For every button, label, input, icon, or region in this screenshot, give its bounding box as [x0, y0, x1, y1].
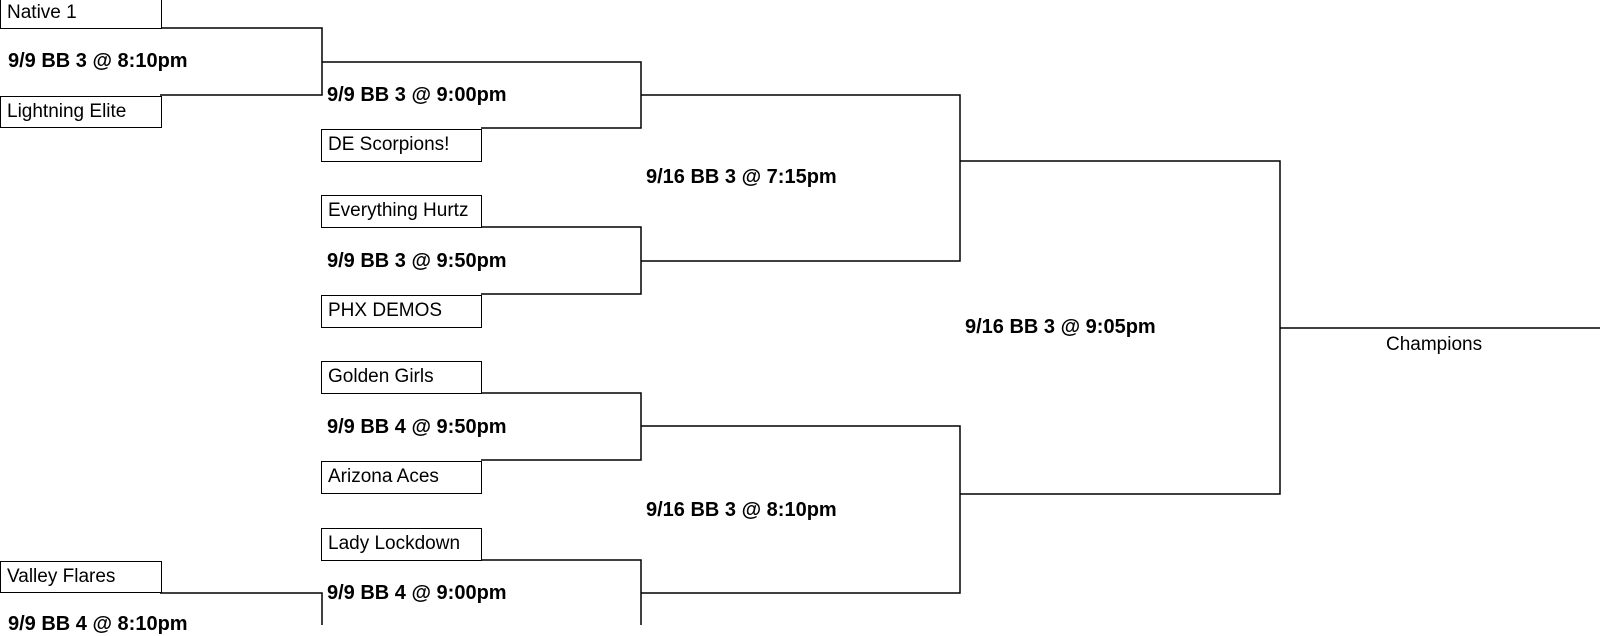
game-label-r1-bottom: 9/9 BB 4 @ 8:10pm — [8, 613, 188, 635]
game-label-final: 9/16 BB 3 @ 9:05pm — [965, 316, 1156, 338]
team-de-scorpions: DE Scorpions! — [321, 129, 482, 162]
team-phx-demos: PHX DEMOS — [321, 295, 482, 328]
connector-semifinal-1 — [641, 94, 961, 262]
game-label-r2-4: 9/9 BB 4 @ 9:00pm — [327, 582, 507, 604]
team-native-1: Native 1 — [0, 0, 162, 29]
game-label-r1-top: 9/9 BB 3 @ 8:10pm — [8, 50, 188, 72]
game-label-r2-3: 9/9 BB 4 @ 9:50pm — [327, 416, 507, 438]
connector-semifinal-2 — [641, 425, 961, 594]
champion-label: Champions — [1386, 334, 1483, 355]
game-label-semifinal-2: 9/16 BB 3 @ 8:10pm — [646, 499, 837, 521]
team-valley-flares: Valley Flares — [0, 561, 162, 593]
team-lady-lockdown: Lady Lockdown — [321, 528, 482, 561]
team-arizona-aces: Arizona Aces — [321, 461, 482, 494]
connector-r1-bottom — [160, 592, 323, 625]
connector-r2-game4 — [481, 559, 642, 625]
game-label-r2-2: 9/9 BB 3 @ 9:50pm — [327, 250, 507, 272]
team-lightning-elite: Lightning Elite — [0, 96, 162, 128]
game-label-r2-1: 9/9 BB 3 @ 9:00pm — [327, 84, 507, 106]
team-golden-girls: Golden Girls — [321, 361, 482, 394]
game-label-semifinal-1: 9/16 BB 3 @ 7:15pm — [646, 166, 837, 188]
team-everything-hurtz: Everything Hurtz — [321, 195, 482, 228]
bracket-lines — [160, 27, 1600, 625]
